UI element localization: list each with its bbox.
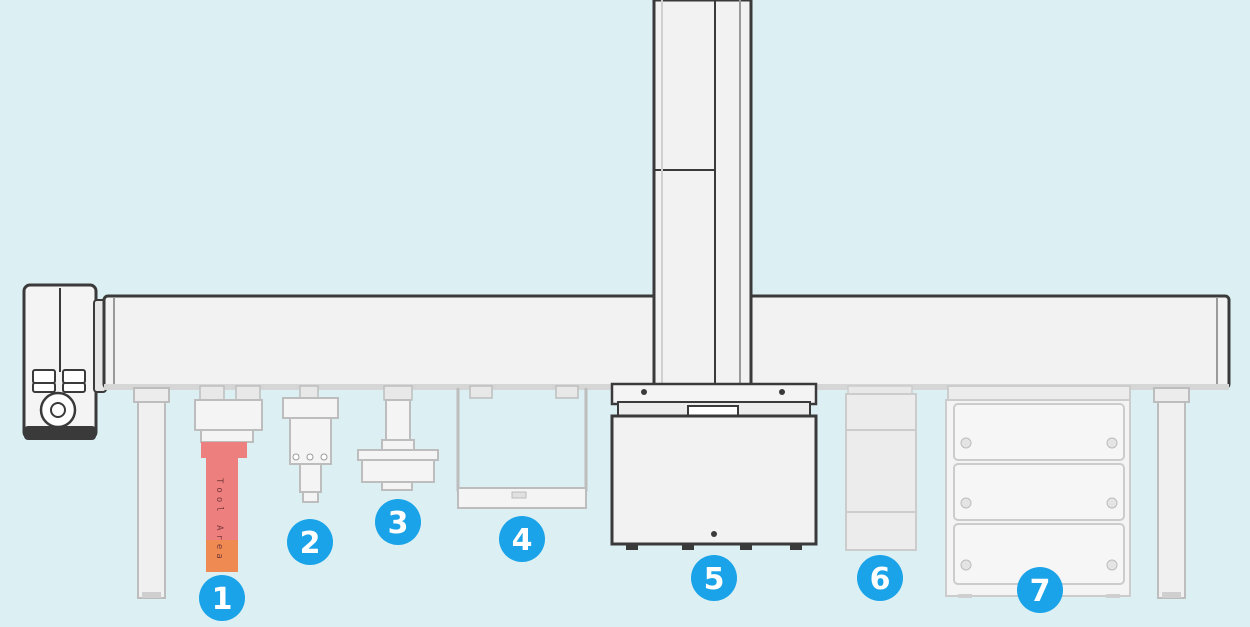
module-6 [845, 385, 917, 551]
module-7-stack [945, 385, 1131, 598]
module-2 [282, 385, 339, 503]
module-5-column [652, 0, 753, 394]
numbered-badge-icon [375, 499, 421, 545]
badge-1: 1 [199, 575, 245, 621]
badge-label: 6 [870, 562, 891, 597]
numbered-badge-icon [1017, 567, 1063, 613]
controller-unit [22, 283, 107, 440]
badge-5: 5 [691, 555, 737, 601]
badge-label: 3 [388, 506, 409, 541]
numbered-badge-icon [691, 555, 737, 601]
support-leg-left [133, 387, 170, 599]
numbered-badge-icon [857, 555, 903, 601]
badge-label: 4 [512, 523, 533, 558]
support-leg-right [1153, 387, 1190, 599]
module-5-box [610, 382, 818, 550]
tool-area-vertical-label: Tool Area [214, 478, 224, 563]
badge-2: 2 [287, 519, 333, 565]
numbered-badge-icon [287, 519, 333, 565]
badge-label: 7 [1030, 574, 1051, 609]
badge-label: 1 [212, 582, 233, 617]
badge-6: 6 [857, 555, 903, 601]
module-1-tool: Tool Area [194, 385, 263, 572]
module-4 [456, 385, 588, 509]
badge-7: 7 [1017, 567, 1063, 613]
badge-3: 3 [375, 499, 421, 545]
module-3 [357, 385, 439, 491]
badge-label: 5 [704, 562, 725, 597]
badge-4: 4 [499, 516, 545, 562]
numbered-badge-icon [499, 516, 545, 562]
numbered-badge-icon [199, 575, 245, 621]
badge-label: 2 [300, 526, 321, 561]
